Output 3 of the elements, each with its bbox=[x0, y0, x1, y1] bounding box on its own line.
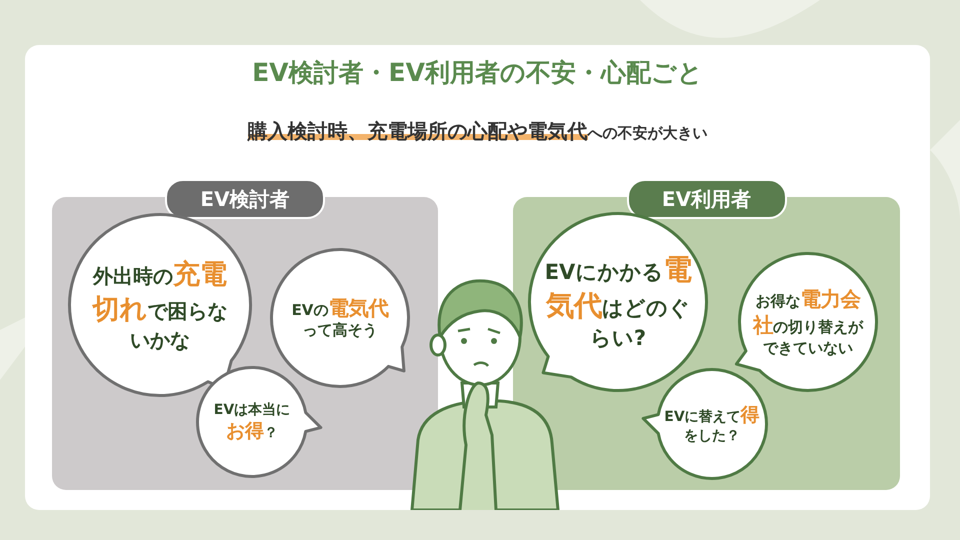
panel-heading: EV利用者 bbox=[626, 179, 786, 219]
panel-heading: EV検討者 bbox=[165, 179, 325, 219]
title: EV検討者・EV利用者の不安・心配ごと bbox=[251, 57, 704, 89]
